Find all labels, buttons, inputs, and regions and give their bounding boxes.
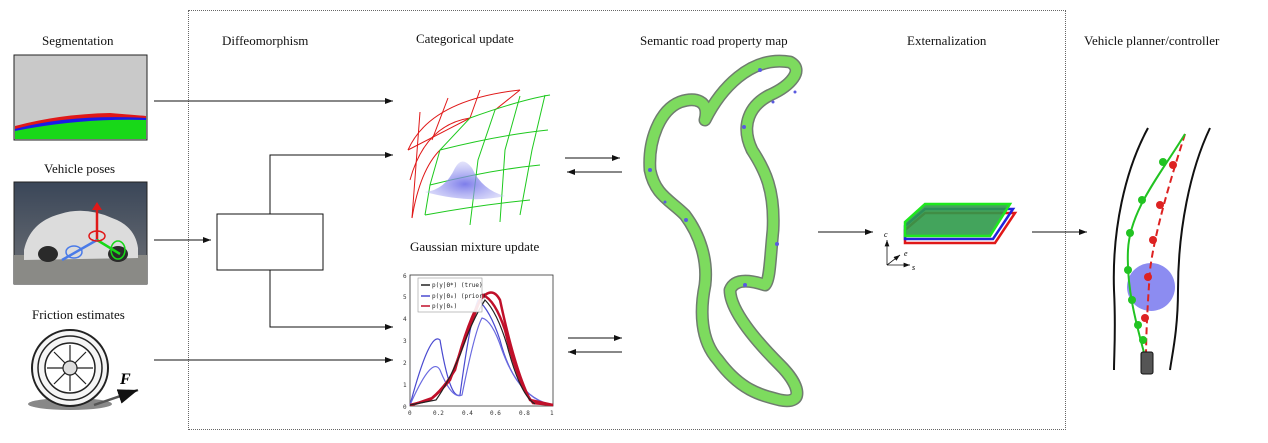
axis-e: e [904,249,908,258]
svg-text:0.4: 0.4 [462,410,473,417]
input-arrows [154,98,393,363]
diffeomorphism-label: Diffeomorphism [222,33,309,48]
svg-text:0.6: 0.6 [490,410,501,417]
svg-text:3: 3 [403,338,407,345]
race-track-map [643,54,804,408]
svg-text:2: 2 [403,360,407,367]
svg-text:1: 1 [403,382,407,389]
axis-c: c [884,230,888,239]
planner-road [1112,127,1211,375]
vehicle-poses-label: Vehicle poses [44,161,116,176]
legend-posterior: p(y|Θₖ) [432,303,457,310]
friction-estimates-label: Friction estimates [32,307,125,322]
tire-icon: F [28,329,139,410]
svg-text:0: 0 [403,404,407,411]
svg-text:0.2: 0.2 [433,410,444,417]
legend-prior: p(y|Θ₀) (prior) [432,293,486,300]
segmentation-label: Segmentation [42,33,114,48]
legend-true: p(y|Θ*) (true) [432,282,483,289]
svg-text:6: 6 [403,273,407,280]
gmm-plot: 6 5 4 3 2 1 0 0 0.2 0.4 0.6 0.8 1 p(y|Θ*… [403,273,554,417]
vehicle-poses-image [13,181,148,285]
svg-text:5: 5 [403,294,407,301]
semantic-map-label: Semantic road property map [640,33,788,48]
segmentation-image [13,54,148,141]
axis-s: s [912,263,915,272]
vehicle-planner-label: Vehicle planner/controller [1084,33,1220,48]
friction-force-symbol: F [119,371,131,388]
bidirectional-arrows [565,155,622,355]
svg-text:1: 1 [550,410,554,417]
categorical-grid [407,89,551,226]
externalization-layers: c e s [884,202,1018,272]
diffeomorphism-box [216,213,324,271]
svg-text:0: 0 [408,410,412,417]
svg-text:4: 4 [403,316,407,323]
svg-text:0.8: 0.8 [519,410,530,417]
categorical-update-label: Categorical update [416,31,514,46]
system-boundary-frame [188,10,1066,430]
gaussian-mixture-update-label: Gaussian mixture update [410,239,540,254]
externalization-label: Externalization [907,33,987,48]
